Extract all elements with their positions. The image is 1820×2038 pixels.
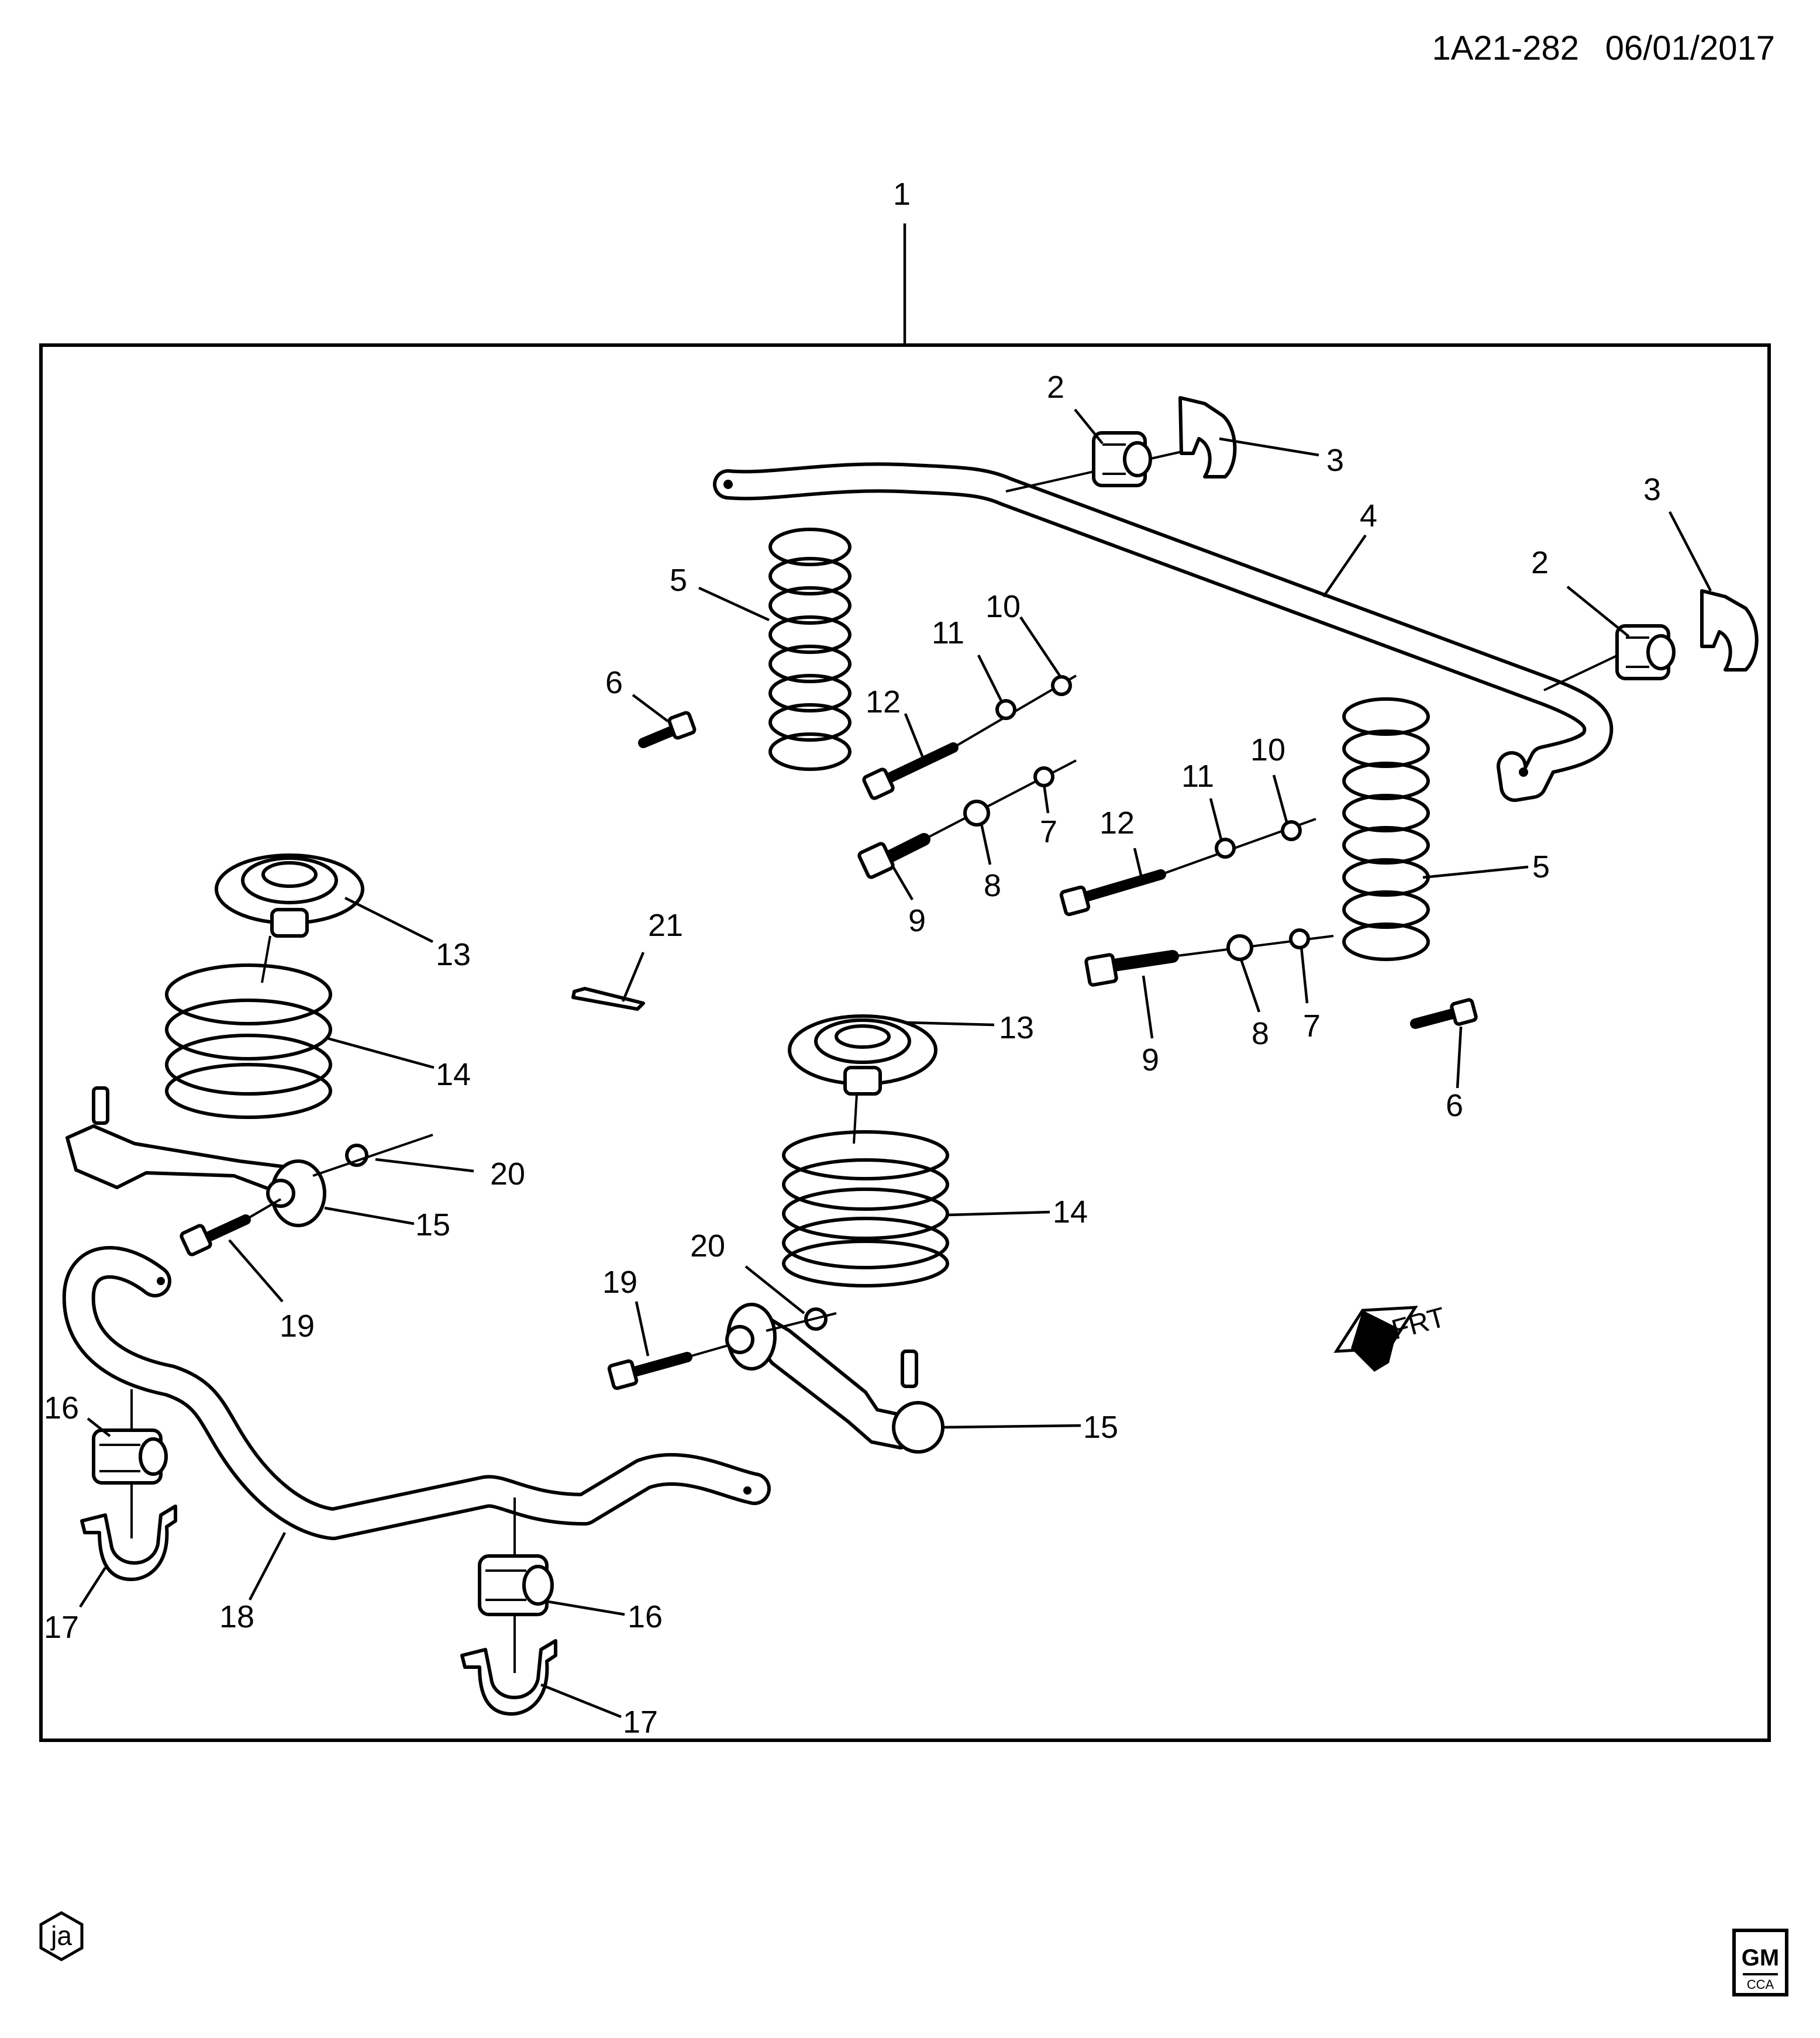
callout-4: 4	[1360, 498, 1377, 533]
nut-7-lower	[1289, 928, 1310, 949]
callout-15: 15	[1083, 1410, 1118, 1445]
language-badge-text: ja	[50, 1920, 72, 1951]
callout-13: 13	[999, 1010, 1034, 1045]
front-spring-left	[165, 963, 332, 1119]
callout-3: 3	[1643, 472, 1661, 507]
nut-10-lower	[1281, 820, 1302, 841]
upper-bushing-left	[1092, 431, 1152, 487]
bolt-19-right	[607, 1344, 729, 1390]
upper-bracket-left	[1178, 396, 1237, 478]
coil-spring-left	[768, 528, 852, 771]
front-direction-arrow: FRT	[1333, 1302, 1449, 1372]
diagram-date: 06/01/2017	[1605, 29, 1775, 67]
nut-10-upper	[1051, 675, 1072, 696]
lower-stabilizer-bar	[62, 1246, 771, 1673]
washer-11-lower	[1215, 838, 1236, 859]
callout-18: 18	[219, 1599, 254, 1634]
bolt-6-left	[638, 711, 697, 748]
upper-bracket-right	[1700, 589, 1759, 672]
callout-10: 10	[985, 589, 1021, 624]
strut-mount-right	[788, 1014, 937, 1144]
shim-21	[571, 987, 645, 1011]
callout-8: 8	[984, 868, 1001, 903]
bolt-12-lower	[1059, 818, 1316, 917]
callout-5: 5	[670, 563, 687, 598]
callout-6: 6	[605, 665, 623, 700]
nut-20-left	[312, 1134, 433, 1177]
bolt-9-upper	[857, 759, 1077, 879]
callout-16: 16	[628, 1599, 663, 1634]
callout-1: 1	[893, 177, 911, 212]
front-spring-right	[782, 1130, 949, 1287]
upper-bushing-right	[1615, 624, 1676, 680]
callout-5: 5	[1532, 849, 1550, 884]
callout-11: 11	[1181, 759, 1214, 794]
callout-2: 2	[1531, 545, 1549, 580]
callout-20: 20	[690, 1228, 725, 1264]
callout-20: 20	[490, 1156, 525, 1192]
callout-numbers: 1 2 2 3 3 4 5 5 6 6 7 7 8 8 9 9 10 10 11…	[44, 177, 1661, 1740]
washer-8-lower	[1226, 934, 1253, 961]
callout-7: 7	[1303, 1008, 1321, 1044]
callout-14: 14	[436, 1057, 471, 1092]
nut-7-upper	[1033, 766, 1054, 787]
callout-9: 9	[1142, 1042, 1159, 1077]
callout-19: 19	[602, 1265, 637, 1300]
lower-bracket-right	[460, 1639, 557, 1716]
callout-12: 12	[1099, 805, 1135, 841]
gm-logo-brand: GM	[1742, 1945, 1779, 1971]
callout-16: 16	[44, 1390, 79, 1426]
callout-10: 10	[1250, 732, 1285, 767]
lower-bushing-left	[92, 1428, 168, 1485]
callout-12: 12	[866, 684, 901, 720]
strut-mount-left	[215, 853, 364, 983]
callout-17: 17	[623, 1705, 658, 1740]
callout-17: 17	[44, 1610, 79, 1645]
callout-7: 7	[1040, 814, 1057, 849]
washer-11-upper	[995, 699, 1016, 720]
callout-9: 9	[908, 903, 926, 938]
control-arm-right	[725, 1303, 945, 1454]
upper-stabilizer-bar	[713, 449, 1656, 802]
washer-8-upper	[963, 800, 990, 827]
language-badge: ja	[39, 1911, 84, 1961]
lower-bracket-left	[80, 1505, 177, 1581]
callout-15: 15	[415, 1207, 450, 1242]
leader-lines	[79, 408, 1712, 1719]
callout-6: 6	[1446, 1088, 1463, 1123]
callout-11: 11	[932, 615, 964, 650]
callout-21: 21	[648, 908, 683, 943]
coil-spring-right	[1342, 697, 1430, 961]
nut-20-right	[766, 1307, 837, 1332]
callout-14: 14	[1053, 1194, 1088, 1230]
callout-13: 13	[436, 937, 471, 972]
callout-3: 3	[1326, 443, 1344, 478]
bolt-19-left	[180, 1198, 282, 1256]
callout-8: 8	[1252, 1016, 1269, 1051]
gm-logo-sub: CCA	[1747, 1977, 1774, 1992]
lower-bushing-right	[478, 1554, 554, 1616]
bolt-6-right	[1410, 998, 1478, 1029]
diagram-ref-code: 1A21-282	[1432, 29, 1579, 67]
callout-2: 2	[1047, 370, 1064, 405]
callout-19: 19	[280, 1309, 315, 1344]
gm-logo: GM CCA	[1732, 1929, 1788, 1996]
control-arm-left	[66, 1086, 326, 1227]
